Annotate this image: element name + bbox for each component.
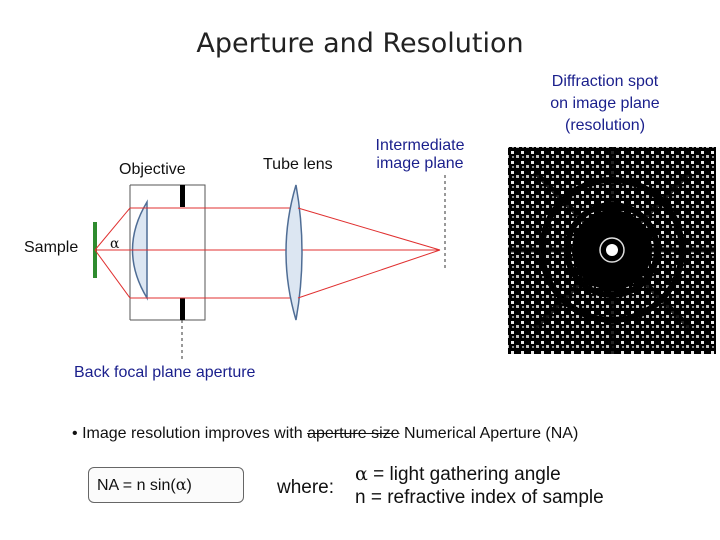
- back-focal-plane-label: Back focal plane aperture: [74, 364, 256, 381]
- ray-in-bottom: [94, 249, 131, 299]
- bullet-replacement: Numerical Aperture (NA): [404, 425, 579, 442]
- objective-housing: [130, 184, 206, 321]
- ray-converge-top: [297, 207, 441, 251]
- tube-lens: [285, 184, 303, 321]
- intermediate-plane-label: Intermediate image plane: [360, 137, 480, 173]
- bullet-marker: •: [72, 425, 78, 442]
- bullet-prefix: Image resolution improves with: [82, 425, 303, 442]
- struck-text: aperture size: [307, 425, 400, 442]
- diffraction-caption: Diffraction spot on image plane (resolut…: [530, 71, 680, 137]
- diffraction-caption-line2: on image plane: [550, 95, 660, 112]
- where-label: where:: [277, 477, 335, 498]
- na-formula-prefix: NA = n sin(: [97, 477, 176, 494]
- diffraction-caption-line1: Diffraction spot: [551, 73, 659, 90]
- alpha-definition: α = light gathering angle: [355, 463, 561, 486]
- diffraction-caption-line3: (resolution): [564, 117, 646, 134]
- intermediate-plane-line2: image plane: [376, 155, 464, 172]
- bfp-aperture-top: [180, 185, 185, 207]
- page-title: Aperture and Resolution: [196, 28, 524, 59]
- diffraction-pattern: [508, 147, 716, 354]
- alpha-symbol: α: [110, 236, 120, 252]
- resolution-bullet: • Image resolution improves with apertur…: [72, 425, 578, 443]
- objective-label: Objective: [119, 161, 186, 178]
- n-definition: n = refractive index of sample: [355, 487, 604, 508]
- alpha-definition-symbol: α: [355, 463, 368, 485]
- ray-converge-bottom: [297, 249, 441, 299]
- na-formula-suffix: ): [186, 477, 192, 494]
- bfp-aperture-bottom: [180, 298, 185, 320]
- alpha-definition-text: = light gathering angle: [373, 464, 561, 485]
- ray-in-top: [94, 207, 131, 251]
- intermediate-plane-line1: Intermediate: [375, 137, 465, 154]
- na-formula-box: NA = n sin(α): [88, 467, 244, 503]
- na-formula-alpha: α: [175, 475, 187, 494]
- tube-lens-label: Tube lens: [263, 156, 333, 173]
- sample-label: Sample: [24, 239, 79, 256]
